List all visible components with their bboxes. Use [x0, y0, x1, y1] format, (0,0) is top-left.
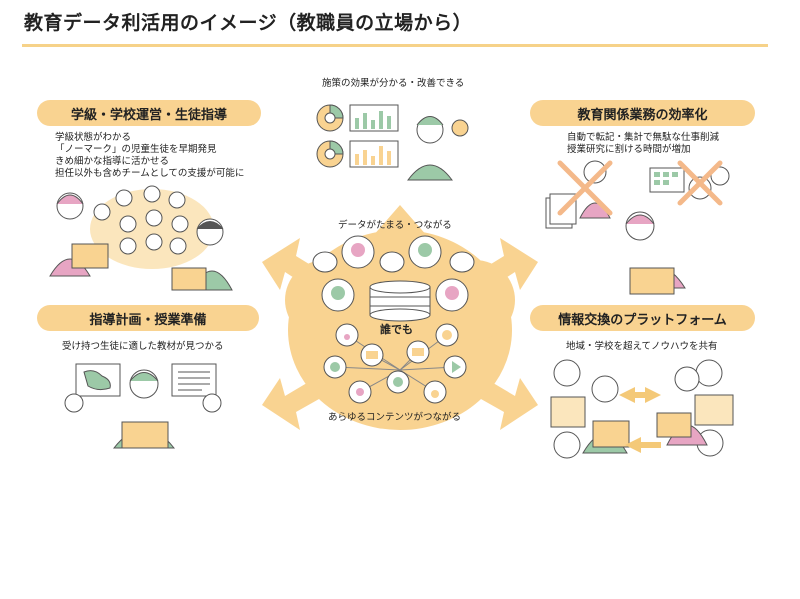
teacher-figure — [407, 116, 469, 181]
clock-icon — [710, 166, 730, 186]
data-caption: データがたまる・つながる — [338, 220, 452, 231]
content-caption: あらゆるコンテンツがつながる — [328, 412, 462, 423]
network-illustration — [550, 359, 734, 459]
work-efficiency-line: 自動で転記・集計で無駄な仕事削減 — [567, 132, 720, 143]
database-icon — [369, 280, 431, 322]
effect-caption: 施策の効果が分かる・改善できる — [322, 78, 465, 89]
class-management-line: 学級状態がわかる — [55, 132, 132, 143]
class-management-line: きめ細かな指導に活かせる — [55, 156, 170, 167]
efficiency-illustration — [545, 160, 730, 295]
section-label-class-management: 学級・学校運営・生徒指導 — [37, 100, 261, 126]
work-efficiency-line: 授業研究に割ける時間が増加 — [567, 144, 691, 155]
section-label-lesson-planning: 指導計画・授業準備 — [37, 305, 259, 331]
speech-bubble — [312, 251, 338, 273]
class-management-line: 担任以外も含めチームとしての支援が可能に — [55, 168, 245, 179]
core-label: 誰でも — [380, 323, 413, 336]
section-label-info-exchange: 情報交換のプラットフォーム — [530, 305, 755, 331]
lightbulb-icon — [451, 119, 469, 137]
lesson-prep-illustration — [64, 363, 222, 449]
info-exchange-caption: 地域・学校を超えてノウハウを共有 — [566, 341, 718, 352]
class-management-line: 「ノーマーク」の児童生徒を早期発見 — [55, 144, 217, 155]
title-underline — [22, 44, 768, 47]
classroom-illustration — [49, 185, 233, 291]
speech-bubble — [449, 251, 475, 273]
lesson-planning-caption: 受け持つ生徒に適した教材が見つかる — [62, 341, 224, 352]
speech-bubble — [379, 251, 405, 273]
section-label-work-efficiency: 教育関係業務の効率化 — [530, 100, 755, 126]
page-title: 教育データ利活用のイメージ（教職員の立場から） — [24, 12, 473, 34]
